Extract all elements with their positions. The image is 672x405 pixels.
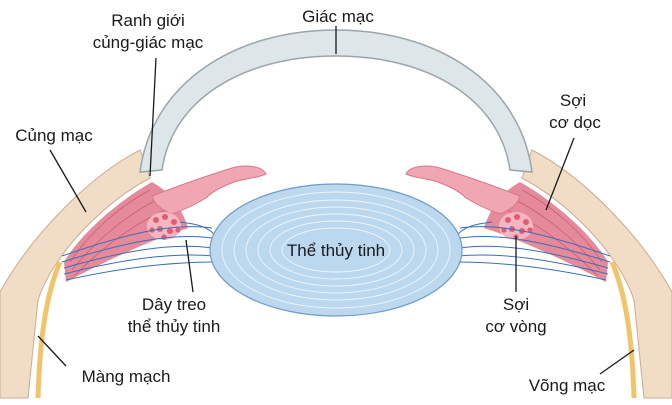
iris-right	[405, 165, 521, 215]
label-zonule-line1: Dây treo	[142, 295, 206, 314]
sclera-left	[0, 149, 151, 399]
label-cornea: Giác mạc	[302, 7, 374, 26]
sclera-right	[521, 149, 672, 399]
label-circular-line1: Sợi	[503, 295, 529, 314]
label-longitudinal-line1: Sợi	[560, 91, 586, 110]
label-zonule-line2: thể thủy tinh	[128, 317, 221, 336]
label-choroid: Màng mạch	[82, 367, 171, 386]
label-limbus-line2: củng-giác mạc	[93, 33, 204, 52]
label-retina: Võng mạc	[529, 376, 606, 395]
circular-muscle-left	[147, 212, 181, 240]
label-lens: Thể thủy tinh	[287, 241, 385, 260]
cornea	[139, 29, 533, 173]
label-sclera: Củng mạc	[15, 126, 93, 145]
circular-muscle-right	[499, 212, 533, 240]
label-limbus-line1: Ranh giới	[111, 11, 185, 30]
choroid-right	[609, 261, 637, 399]
label-longitudinal-line2: cơ dọc	[549, 113, 601, 132]
choroid-left	[35, 261, 63, 399]
lens	[209, 183, 463, 317]
zonule-fibers	[61, 221, 611, 281]
leader-lines	[37, 26, 635, 375]
label-circular-line2: cơ vòng	[485, 317, 546, 336]
